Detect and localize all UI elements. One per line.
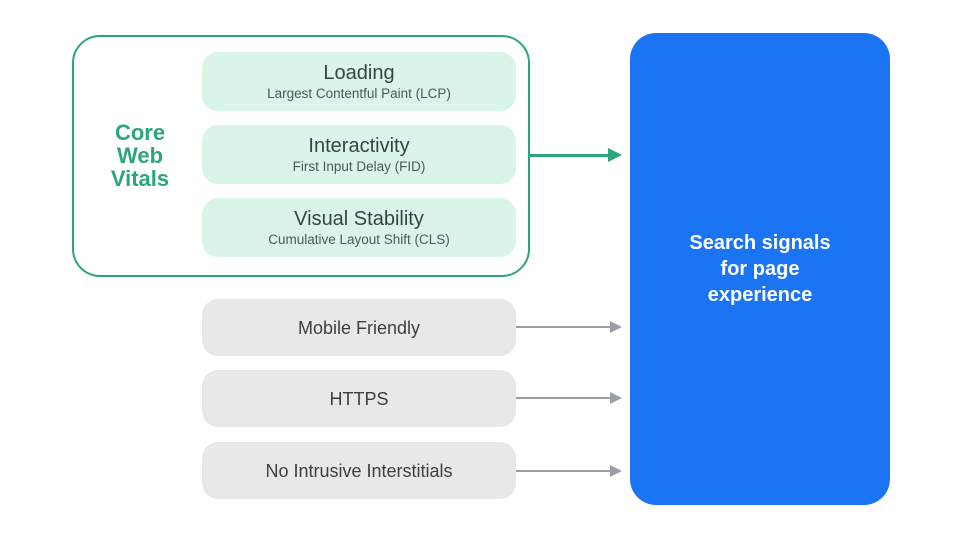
interactivity-subtitle: First Input Delay (FID) xyxy=(292,159,426,174)
mobile-friendly-box: Mobile Friendly xyxy=(202,299,516,356)
mobile-friendly-label: Mobile Friendly xyxy=(297,317,421,338)
visual-stability-subtitle: Cumulative Layout Shift (CLS) xyxy=(268,232,450,247)
arrow-line xyxy=(516,326,610,328)
https-label: HTTPS xyxy=(329,388,389,409)
visual-stability-box: Visual Stability Cumulative Layout Shift… xyxy=(202,198,516,257)
interactivity-title: Interactivity xyxy=(308,135,410,157)
loading-title: Loading xyxy=(323,62,395,84)
visual-stability-title: Visual Stability xyxy=(294,208,424,230)
loading-box: Loading Largest Contentful Paint (LCP) xyxy=(202,52,516,111)
core-web-vitals-label: Core Web Vitals xyxy=(110,120,170,191)
arrow-head-icon xyxy=(610,392,622,404)
no-intrusive-interstitials-box: No Intrusive Interstitials xyxy=(202,442,516,499)
search-signals-panel: Search signals for page experience xyxy=(630,33,890,505)
no-intrusive-interstitials-label: No Intrusive Interstitials xyxy=(265,460,453,481)
https-box: HTTPS xyxy=(202,370,516,427)
arrow-head-icon xyxy=(610,465,622,477)
arrow-head-icon xyxy=(608,148,622,162)
search-signals-label: Search signals for page experience xyxy=(689,232,831,306)
arrow-line xyxy=(516,397,610,399)
arrow-line xyxy=(530,154,608,157)
arrow-head-icon xyxy=(610,321,622,333)
loading-subtitle: Largest Contentful Paint (LCP) xyxy=(267,86,451,101)
arrow-line xyxy=(516,470,610,472)
interactivity-box: Interactivity First Input Delay (FID) xyxy=(202,125,516,184)
